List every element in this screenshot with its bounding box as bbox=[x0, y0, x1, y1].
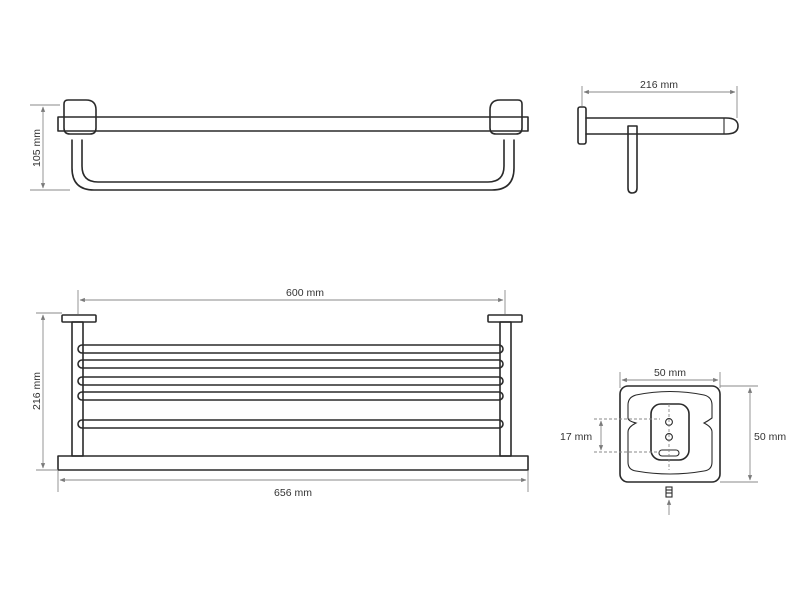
dim-label-front-height: 216 mm bbox=[31, 372, 43, 410]
dim-label-hole-spacing: 17 mm bbox=[560, 431, 592, 443]
dim-label-flange-width: 50 mm bbox=[654, 367, 686, 379]
side-hanging-bar bbox=[627, 125, 638, 194]
left-wall-flange bbox=[63, 99, 97, 135]
rail bbox=[77, 419, 504, 429]
shelf-plate bbox=[57, 116, 529, 132]
dim-label-overall-width: 656 mm bbox=[274, 487, 312, 499]
plan-view: 600 mm 216 mm 656 mm bbox=[31, 287, 529, 499]
side-arm bbox=[585, 117, 739, 135]
left-post bbox=[71, 321, 84, 457]
mounting-plate bbox=[650, 403, 690, 461]
dim-label-top-height: 105 mm bbox=[31, 129, 43, 167]
rail bbox=[77, 359, 504, 369]
side-view: 216 mm bbox=[577, 79, 739, 194]
left-post-cap bbox=[61, 314, 97, 323]
base-plate bbox=[57, 455, 529, 471]
dim-label-flange-height: 50 mm bbox=[754, 431, 786, 443]
right-post-cap bbox=[487, 314, 523, 323]
side-wall-plate bbox=[577, 106, 587, 145]
front-elevation-view: 105 mm bbox=[30, 99, 529, 191]
flange-detail-view: 50 mm 50 mm 17 mm bbox=[560, 367, 786, 515]
dim-label-inner-width: 600 mm bbox=[286, 287, 324, 299]
grub-screw bbox=[665, 486, 673, 498]
right-wall-flange bbox=[489, 99, 523, 135]
rail bbox=[77, 344, 504, 354]
flange-outer bbox=[619, 385, 721, 483]
rail bbox=[77, 391, 504, 401]
towel-bar-inner bbox=[81, 139, 505, 183]
rail bbox=[77, 376, 504, 386]
dim-label-side-depth: 216 mm bbox=[640, 79, 678, 91]
flange-inner bbox=[627, 390, 713, 475]
right-post bbox=[499, 321, 512, 457]
towel-bar bbox=[71, 139, 515, 191]
rails bbox=[77, 344, 504, 429]
